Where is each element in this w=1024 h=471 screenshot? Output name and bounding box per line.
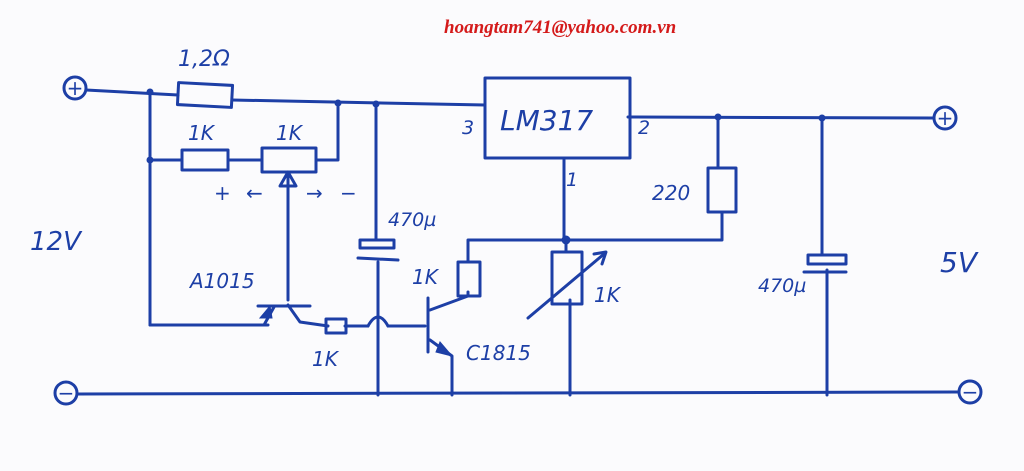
capacitor-output: 470µ xyxy=(758,253,848,297)
input-plus-terminal: + xyxy=(62,75,88,101)
svg-text:LM317: LM317 xyxy=(500,104,593,137)
resistor-1k-base: 1K xyxy=(312,317,348,371)
capacitor-input: 470µ xyxy=(356,209,436,262)
svg-text:−: − xyxy=(340,181,357,205)
lm317-regulator: LM317 3 2 1 xyxy=(462,76,650,191)
output-plus-terminal: + xyxy=(932,105,958,131)
svg-text:←: ← xyxy=(246,181,263,205)
variable-resistor-1k: 1K xyxy=(526,250,622,320)
svg-text:1: 1 xyxy=(566,169,578,191)
svg-text:470µ: 470µ xyxy=(758,275,806,297)
svg-text:1K: 1K xyxy=(412,265,440,289)
svg-text:C1815: C1815 xyxy=(466,341,531,365)
junction-dots xyxy=(146,88,826,245)
resistor-220: 220 xyxy=(652,166,738,214)
svg-text:1,2Ω: 1,2Ω xyxy=(178,47,230,72)
svg-text:1K: 1K xyxy=(312,347,340,371)
input-minus-terminal: − xyxy=(53,380,79,406)
sense-resistor: 1,2Ω xyxy=(175,47,235,109)
output-minus-terminal: − xyxy=(957,379,983,405)
transistor-c1815: C1815 xyxy=(426,296,531,365)
svg-text:3: 3 xyxy=(462,117,474,139)
potentiometer-1k: 1K + ← → − xyxy=(214,121,357,205)
email-header: hoangtam741@yahoo.com.vn xyxy=(444,17,676,38)
output-voltage-label: 5V xyxy=(940,246,979,279)
svg-text:A1015: A1015 xyxy=(188,269,255,293)
svg-text:+: + xyxy=(67,76,84,100)
svg-text:+: + xyxy=(214,181,231,205)
resistor-1k-top: 1K xyxy=(180,121,230,172)
svg-text:−: − xyxy=(962,380,979,404)
svg-text:−: − xyxy=(58,381,75,405)
svg-text:2: 2 xyxy=(638,117,650,139)
svg-text:→: → xyxy=(306,181,323,205)
svg-text:220: 220 xyxy=(652,181,690,205)
svg-text:1K: 1K xyxy=(188,121,216,145)
svg-text:1K: 1K xyxy=(276,121,304,145)
svg-text:+: + xyxy=(937,106,954,130)
input-voltage-label: 12V xyxy=(30,227,83,257)
transistor-a1015: A1015 xyxy=(148,269,312,327)
svg-text:1K: 1K xyxy=(594,283,622,307)
svg-text:470µ: 470µ xyxy=(388,209,436,231)
resistor-1k-collector: 1K xyxy=(412,260,482,298)
